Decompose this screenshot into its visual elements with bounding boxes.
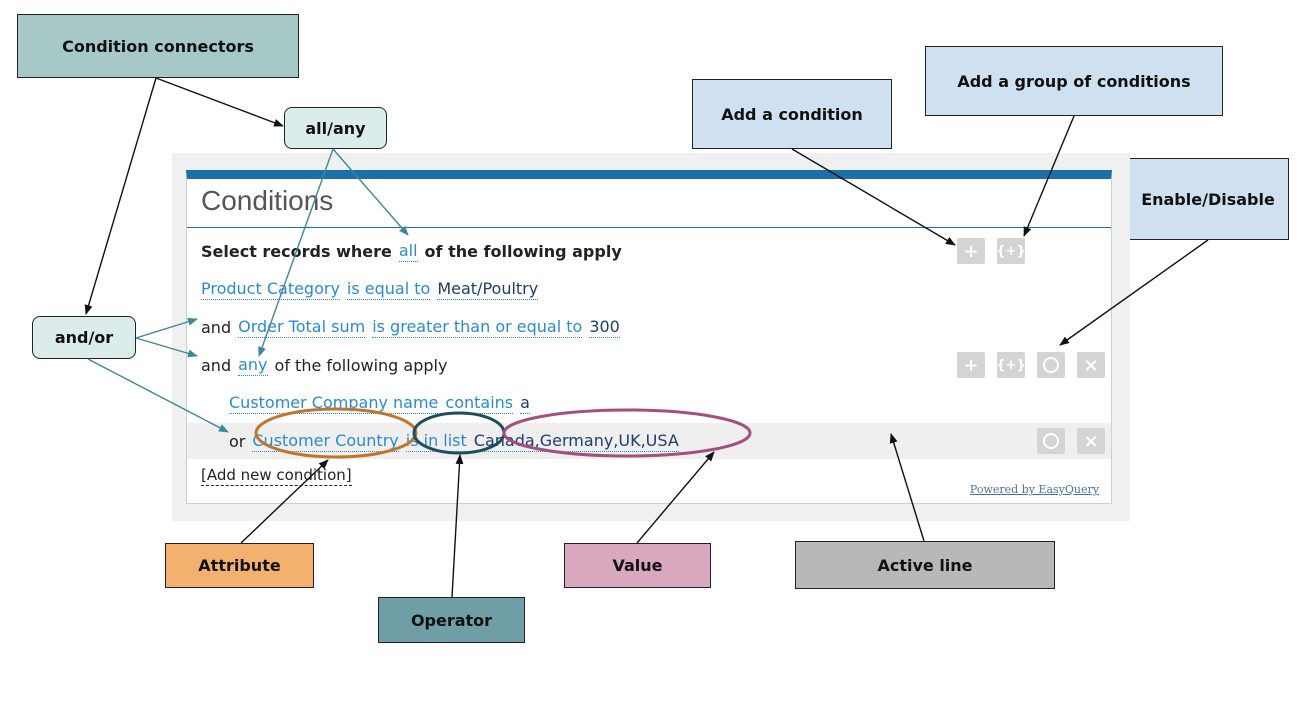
value-link[interactable]: Meat/Poultry [437,278,539,300]
group-quantifier-link[interactable]: any [238,354,268,376]
condition-row[interactable]: and Order Total sum is greater than or e… [187,309,1111,345]
callout-active-line: Active line [795,541,1055,589]
row-remove-button[interactable]: × [1077,428,1105,454]
active-condition-row[interactable]: or Customer Country is in list Canada,Ge… [187,423,1111,459]
close-icon: × [1083,354,1099,376]
group-add-condition-button[interactable]: + [957,352,985,378]
operator-link[interactable]: is equal to [346,278,431,300]
circle-icon [1043,357,1059,373]
callout-enable-disable: Enable/Disable [1127,158,1289,240]
connector-link[interactable]: and [201,317,232,337]
row-enable-toggle[interactable] [1037,428,1065,454]
powered-by-link[interactable]: Powered by EasyQuery [969,483,1099,496]
circle-icon [1043,433,1059,449]
connector-link[interactable]: or [229,431,246,451]
header-prefix: Select records where [201,241,392,261]
plus-icon: + [963,354,979,376]
panel-title: Conditions [201,185,334,216]
group-enable-toggle[interactable] [1037,352,1065,378]
group-plus-icon: {+} [996,357,1026,373]
callout-add-condition: Add a condition [692,79,892,149]
conditions-panel: Conditions Select records where all of t… [186,170,1112,504]
plus-icon: + [963,240,979,262]
add-group-button[interactable]: {+} [996,238,1026,264]
group-plus-icon: {+} [996,243,1026,259]
add-new-condition-link[interactable]: [Add new condition] [201,466,352,486]
connector-link[interactable]: and [201,355,232,375]
condition-row[interactable]: Customer Company name contains a [187,385,1111,421]
condition-row[interactable]: Product Category is equal to Meat/Poultr… [187,271,1111,307]
value-link[interactable]: Canada,Germany,UK,USA [473,430,679,452]
attribute-link[interactable]: Product Category [201,278,340,300]
operator-link[interactable]: is greater than or equal to [372,316,583,338]
arrow-connectors-to-and-or [84,77,157,315]
root-quantifier-link[interactable]: all [398,240,418,262]
close-icon: × [1083,430,1099,452]
attribute-link[interactable]: Customer Company name [229,392,439,414]
value-link[interactable]: a [520,392,530,414]
arrow-connectors-to-all-any [155,77,284,127]
callout-all-any: all/any [284,107,387,149]
group-header-suffix: of the following apply [274,355,448,375]
callout-attribute: Attribute [165,543,314,588]
callout-operator: Operator [378,597,525,643]
attribute-link[interactable]: Order Total sum [238,316,366,338]
root-header-row: Select records where all of the followin… [187,233,1111,269]
attribute-link[interactable]: Customer Country [252,430,399,452]
callout-add-group: Add a group of conditions [925,46,1223,116]
operator-link[interactable]: contains [445,392,514,414]
value-link[interactable]: 300 [589,316,620,338]
callout-and-or: and/or [32,316,136,359]
header-suffix: of the following apply [424,241,622,261]
group-add-group-button[interactable]: {+} [996,352,1026,378]
title-divider [187,227,1111,228]
add-condition-button[interactable]: + [957,238,985,264]
group-remove-button[interactable]: × [1077,352,1105,378]
group-header-row: and any of the following apply + {+} × [187,347,1111,383]
operator-link[interactable]: is in list [405,430,467,452]
callout-value: Value [564,543,711,588]
callout-condition-connectors: Condition connectors [17,14,299,78]
